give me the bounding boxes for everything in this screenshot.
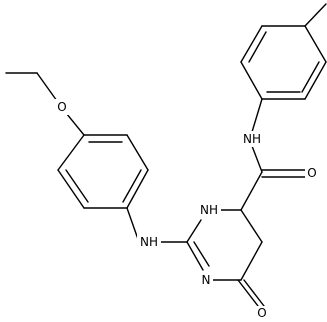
- atom-o-ring-carbonyl: O: [257, 306, 266, 320]
- bond-c6-o: [237, 279, 259, 307]
- atom-nh-amide: NH: [243, 132, 261, 146]
- bond-c2-nh: [186, 219, 202, 243]
- bond-ring3: [240, 25, 263, 63]
- bond-ring3: [304, 25, 327, 63]
- bond-ring3-methyl: [304, 3, 327, 27]
- bond-ring3-inner: [248, 31, 267, 63]
- bond-camide-nh: [251, 145, 263, 173]
- bond-n-c2-inner: [193, 241, 210, 267]
- bond-c4-camide: [240, 171, 263, 211]
- atom-nh-aniline: NH: [140, 235, 158, 249]
- atom-n-ring: N: [202, 273, 211, 287]
- bond-c5-c6: [240, 241, 263, 281]
- bond-ring1: [57, 169, 85, 209]
- bond-ring1-inner: [122, 169, 142, 203]
- bond-n-c2: [186, 241, 204, 271]
- bond-c6-o-inner: [243, 279, 265, 307]
- bond-ring1: [126, 169, 149, 209]
- bond-ring3: [240, 61, 263, 100]
- atom-o-ether: O: [57, 100, 66, 114]
- bond-ring1-inner: [65, 169, 89, 203]
- atom-nh-ring: NH: [200, 203, 218, 217]
- atom-o-amide: O: [307, 166, 316, 180]
- bonds: [5, 3, 327, 307]
- bond-nh-ring3: [251, 98, 263, 133]
- bond-ring3: [304, 61, 327, 100]
- bond-ring3-inner: [301, 61, 320, 93]
- bond-ring1: [57, 134, 85, 171]
- atom-labels: O NH NH N O NH O: [55, 99, 319, 322]
- bond-c4-c5: [240, 209, 263, 243]
- bond-ring1: [126, 134, 149, 171]
